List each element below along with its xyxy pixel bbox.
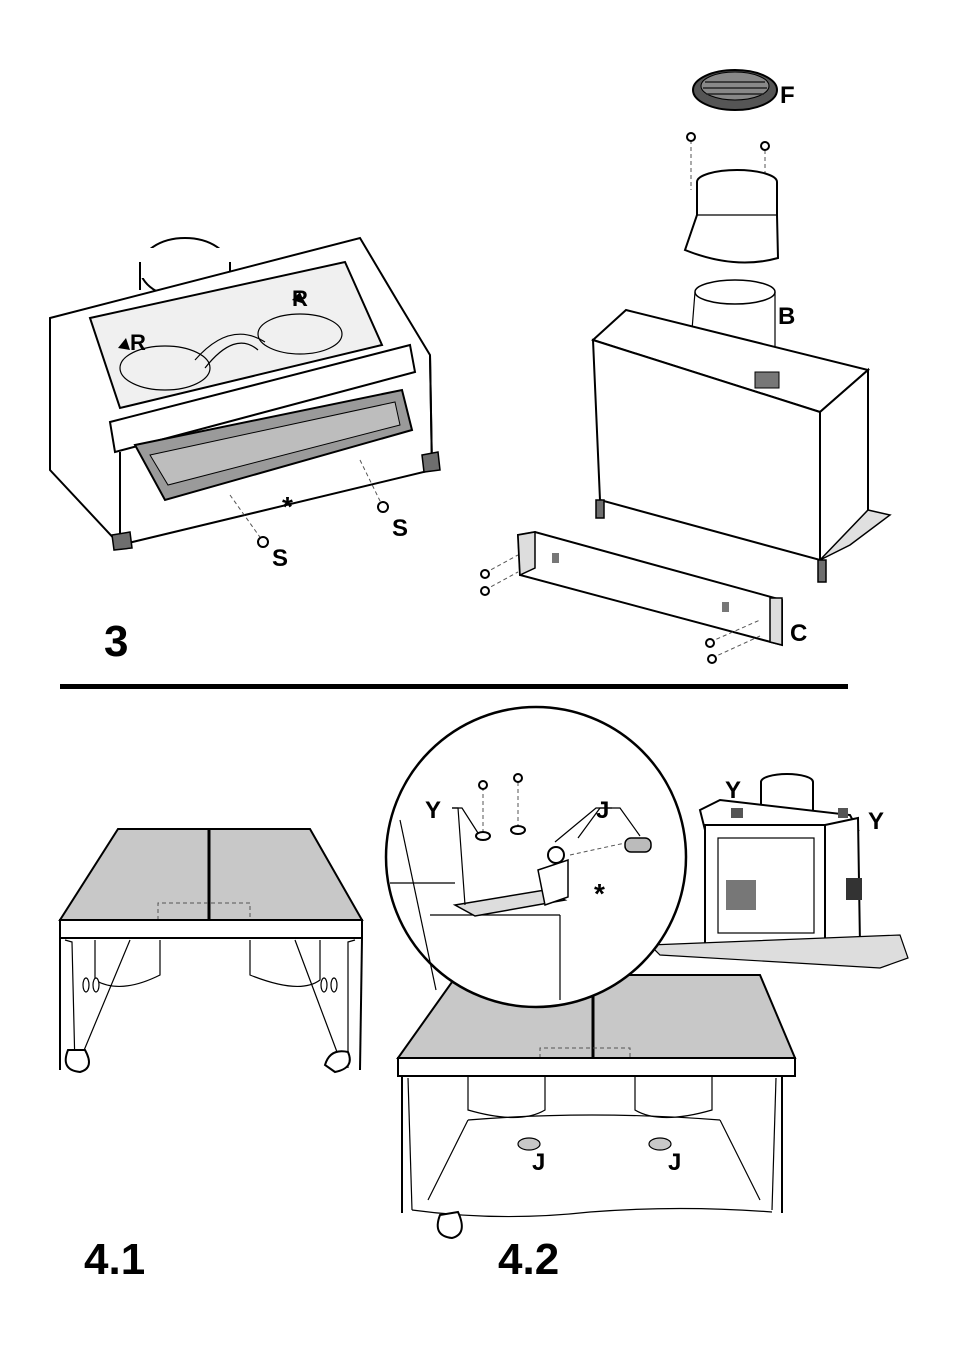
figure-3-hood-assembly xyxy=(50,238,440,550)
detail-magnifier xyxy=(386,707,686,1007)
hood-top-panel-4-1 xyxy=(60,829,362,920)
screw-top-right-icon xyxy=(761,142,769,150)
label-s-left: S xyxy=(272,545,288,572)
screw-c-1-icon xyxy=(481,570,489,578)
label-f: F xyxy=(780,82,795,109)
detail-screw-y2-icon xyxy=(514,774,522,782)
leg-foot-right xyxy=(422,452,440,472)
figure-4-1-caption: 4.1 xyxy=(84,1235,145,1284)
label-y-hood-right: Y xyxy=(868,808,884,835)
cable-clip-4-2-icon xyxy=(438,1212,462,1238)
label-r-left: R xyxy=(130,330,146,355)
cable-clip-left-icon xyxy=(66,1050,89,1072)
label-s-right: S xyxy=(392,515,408,542)
screw-top-left-icon xyxy=(687,133,695,141)
screw-c-2-icon xyxy=(481,587,489,595)
figure-3-caption: 3 xyxy=(104,617,128,666)
label-star-3: * xyxy=(282,491,293,522)
label-star-detail: * xyxy=(594,878,605,909)
detail-wall-plug-icon xyxy=(625,838,651,852)
label-y-detail: Y xyxy=(425,797,441,824)
label-y-hood-left: Y xyxy=(725,777,741,804)
figure-4-1-hood xyxy=(60,829,362,1072)
figure-3-chimney-assembly xyxy=(481,70,890,663)
screw-s-right-icon xyxy=(378,502,388,512)
label-r-right: R xyxy=(292,286,308,311)
label-b: B xyxy=(778,303,795,330)
screw-s-left-icon xyxy=(258,537,268,547)
label-j-left: J xyxy=(532,1149,545,1176)
label-j-right: J xyxy=(668,1149,681,1176)
label-j-detail: J xyxy=(596,797,609,824)
screw-c-4-icon xyxy=(708,655,716,663)
figure-4-2-hood xyxy=(398,975,795,1238)
section-divider xyxy=(60,684,848,689)
leg-foot-left xyxy=(112,532,132,550)
figure-4-2-caption: 4.2 xyxy=(498,1235,559,1284)
detail-screw-y1-icon xyxy=(479,781,487,789)
duct-reducer xyxy=(685,182,778,263)
screw-c-3-icon xyxy=(706,639,714,647)
label-c: C xyxy=(790,620,807,647)
cable-clip-right-icon xyxy=(325,1051,350,1072)
